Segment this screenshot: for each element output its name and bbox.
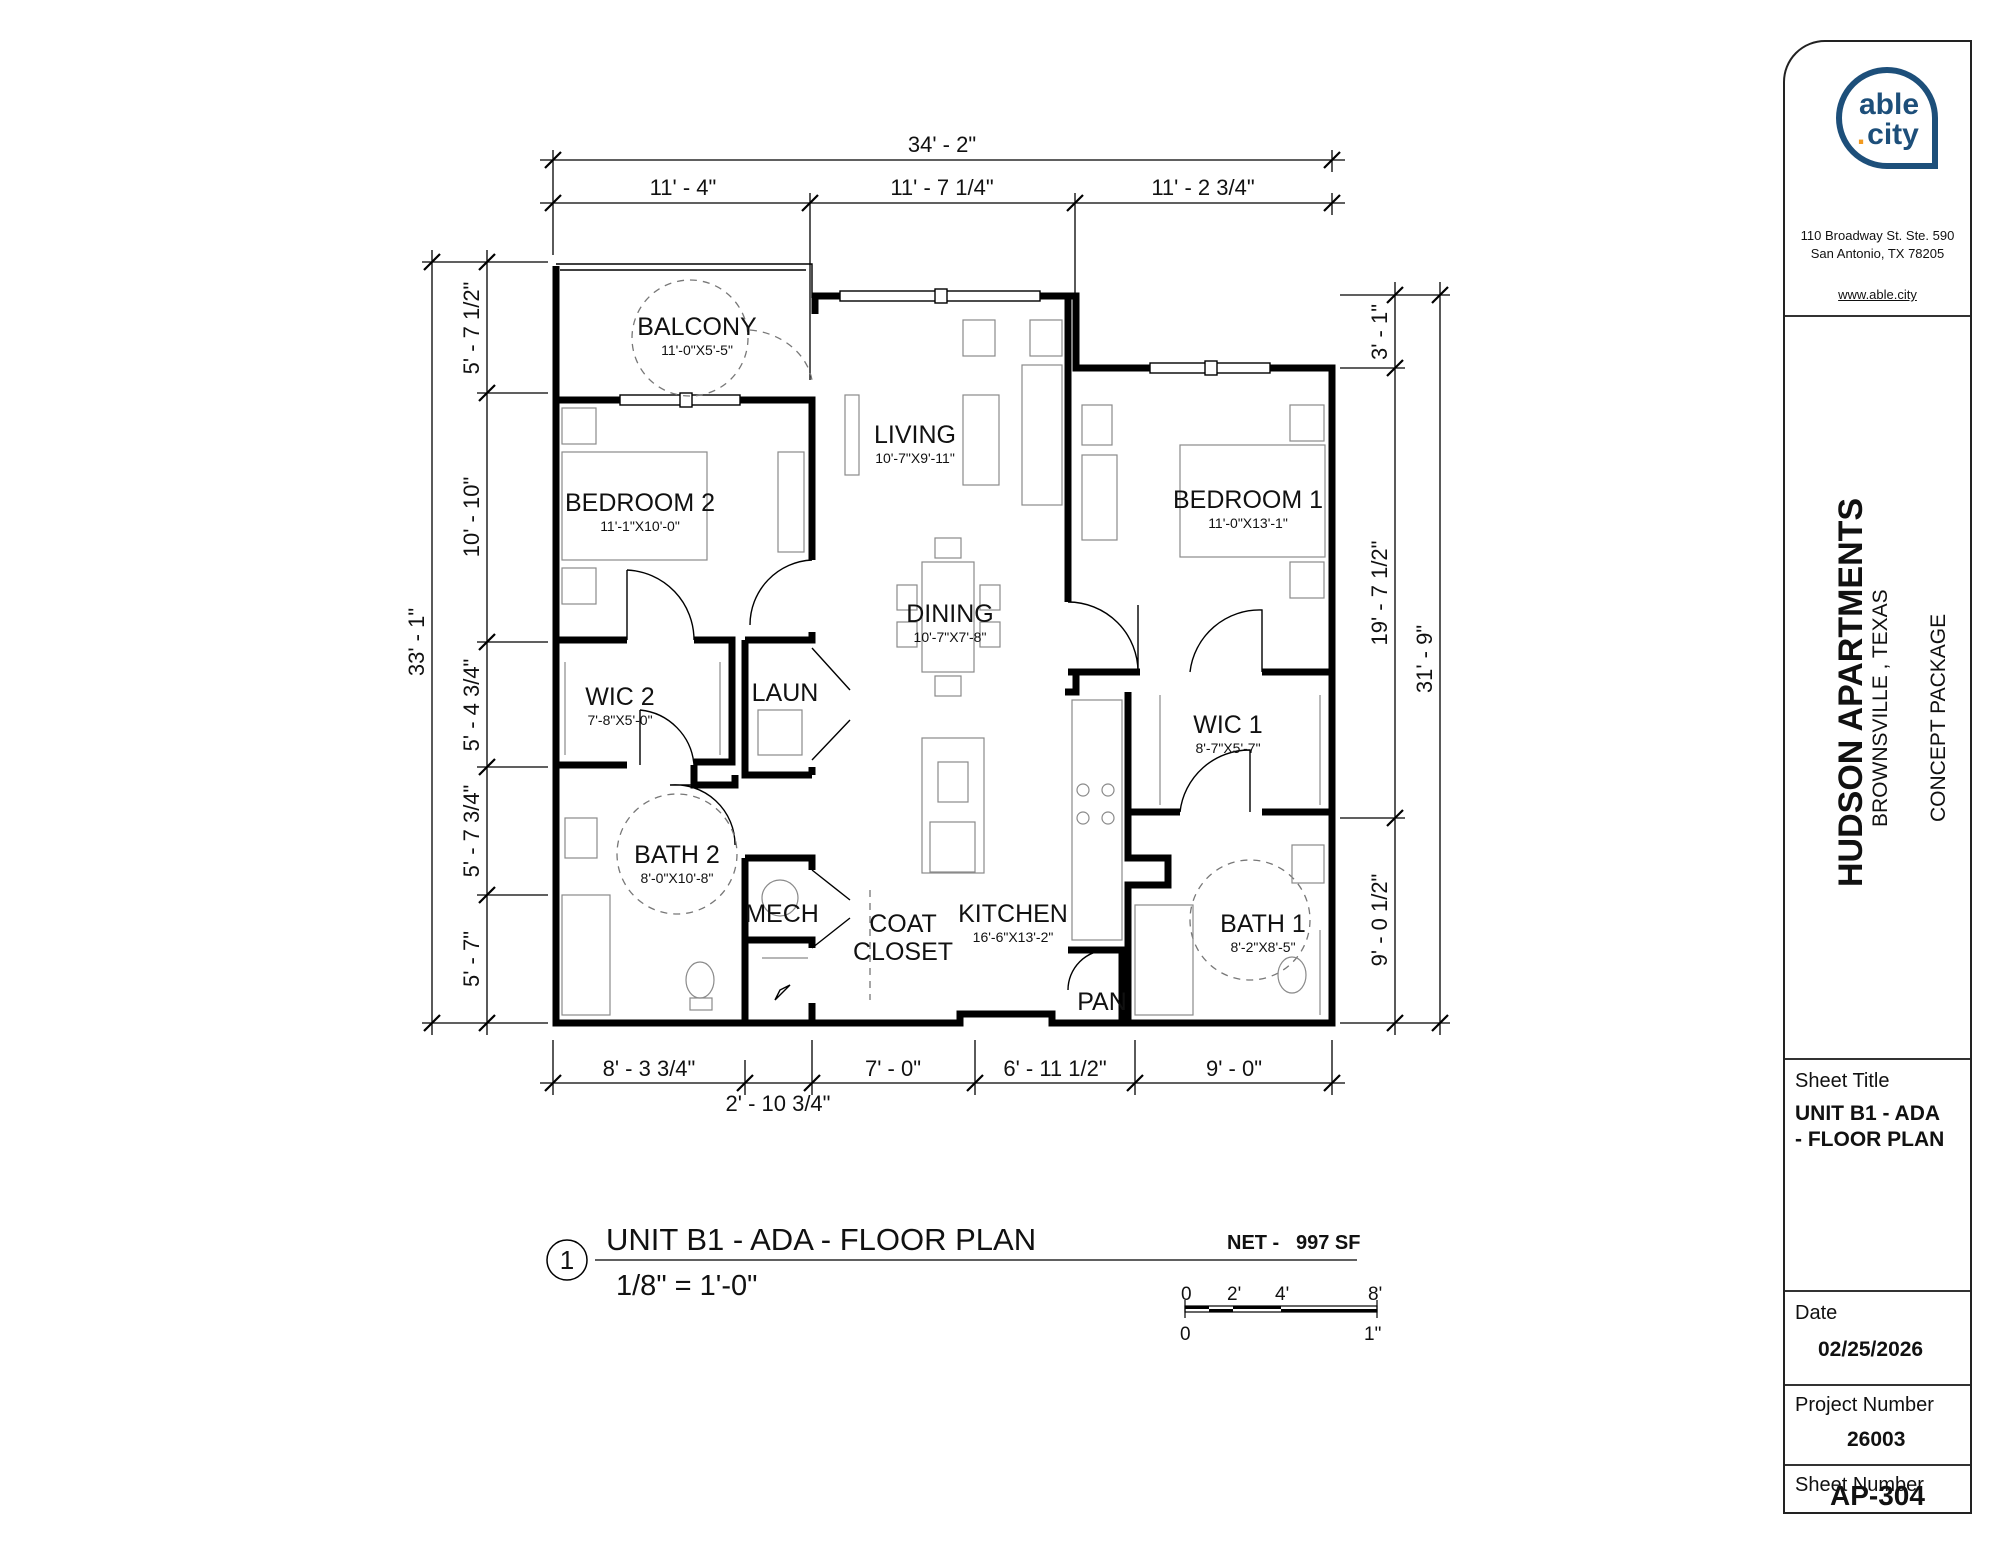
- drawing-scale-text: 1/8" = 1'-0": [616, 1270, 757, 1302]
- dim-left-5: 5' - 7": [459, 931, 484, 987]
- dim-right-overall: 31' - 9": [1412, 625, 1437, 693]
- dim-bottom-3: 7' - 0": [865, 1056, 921, 1081]
- sheet-title-section: Sheet Title UNIT B1 - ADA - FLOOR PLAN: [1785, 1058, 1970, 1290]
- project-number-section: Project Number 26003: [1785, 1384, 1970, 1464]
- room-name-bath1: BATH 1: [1220, 910, 1306, 938]
- room-name-bedroom1: BEDROOM 1: [1173, 486, 1323, 514]
- room-name-coat: COAT: [869, 910, 937, 938]
- room-name-living: LIVING: [874, 421, 956, 449]
- room-name-bath2: BATH 2: [634, 841, 720, 869]
- scale-tick-2: 2': [1227, 1284, 1241, 1305]
- logo-dot: .: [1857, 118, 1865, 151]
- room-name-wic2: WIC 2: [585, 683, 654, 711]
- scale-tick-4: 4': [1275, 1284, 1289, 1305]
- dim-left-3: 5' - 4 3/4": [459, 659, 484, 752]
- sheet-number-label: Sheet Number: [1795, 1474, 1924, 1496]
- graphic-scale-bar: 0 2' 4' 8' 0 1": [1180, 1284, 1382, 1345]
- net-label: NET -: [1227, 1232, 1279, 1254]
- room-name-kitchen: KITCHEN: [958, 900, 1068, 928]
- dim-right-1: 3' - 1": [1367, 304, 1392, 360]
- interior-walls: [556, 296, 1332, 1023]
- room-name-wic1: WIC 1: [1193, 711, 1262, 739]
- dim-bottom-4: 6' - 11 1/2": [1003, 1056, 1106, 1081]
- room-size-wic1: 8'-7"X5'-7": [1195, 740, 1260, 756]
- room-size-bath2: 8'-0"X10'-8": [641, 870, 714, 886]
- dim-right-3: 9' - 0 1/2": [1367, 874, 1392, 967]
- room-name-mech: MECH: [745, 900, 819, 928]
- room-name-closet: CLOSET: [853, 938, 953, 966]
- project-location: BROWNSVILLE , TEXAS: [1869, 589, 1892, 827]
- sheet-title-label: Sheet Title: [1795, 1070, 1890, 1092]
- room-name-balcony: BALCONY: [637, 313, 757, 341]
- website-link[interactable]: www.able.city: [1838, 287, 1917, 302]
- dim-left-4: 5' - 7 3/4": [459, 785, 484, 878]
- room-size-balcony: 11'-0"X5'-5": [661, 342, 733, 358]
- dim-left-overall: 33' - 1": [404, 608, 429, 676]
- dim-top-overall: 34' - 2": [908, 132, 976, 157]
- sheet-title-line-2: - FLOOR PLAN: [1795, 1128, 1945, 1151]
- address-line-1: 110 Broadway St. Ste. 590: [1800, 228, 1955, 243]
- floor-plan-drawing: 34' - 2" 11' - 4" 11' - 7 1/4" 11' - 2 3…: [404, 132, 1450, 1345]
- room-size-bath1: 8'-2"X8'-5": [1230, 939, 1295, 955]
- room-name-bedroom2: BEDROOM 2: [565, 489, 715, 517]
- scale-tick-0: 0: [1181, 1284, 1192, 1305]
- furniture: [561, 279, 1326, 1016]
- able-city-logo: able . city: [1836, 66, 1938, 169]
- dim-bottom-2: 2' - 10 3/4": [726, 1091, 831, 1116]
- scale-tick-8: 8': [1368, 1284, 1382, 1305]
- room-name-dining: DINING: [906, 600, 994, 628]
- scale-bottom-1: 1": [1364, 1324, 1381, 1345]
- address-line-2: San Antonio, TX 78205: [1810, 246, 1945, 261]
- project-info-section: HUDSON APARTMENTS BROWNSVILLE , TEXAS CO…: [1785, 315, 1970, 1058]
- room-size-dining: 10'-7"X7'-8": [914, 629, 987, 645]
- room-labels: BALCONY 11'-0"X5'-5" LIVING 10'-7"X9'-11…: [565, 313, 1323, 1016]
- dim-top-1: 11' - 4": [650, 175, 717, 200]
- room-size-wic2: 7'-8"X5'-0": [587, 712, 652, 728]
- dim-top-3: 11' - 2 3/4": [1151, 175, 1254, 200]
- dim-bottom-1: 8' - 3 3/4": [603, 1056, 696, 1081]
- sheet-number-value: AP-304: [1830, 1480, 1925, 1511]
- drawing-number: 1: [560, 1245, 574, 1275]
- drawing-title: 1 UNIT B1 - ADA - FLOOR PLAN 1/8" = 1'-0…: [546, 1222, 1360, 1302]
- date-label: Date: [1795, 1302, 1838, 1324]
- project-number-value: 26003: [1847, 1428, 1906, 1451]
- dim-bottom-5: 9' - 0": [1206, 1056, 1262, 1081]
- door-swings: [626, 559, 1263, 991]
- logo-word-city: city: [1867, 118, 1919, 151]
- room-name-laun: LAUN: [752, 679, 819, 707]
- title-block: able . city 110 Broadway St. Ste. 590 Sa…: [1783, 40, 1972, 1514]
- dimension-labels: 34' - 2" 11' - 4" 11' - 7 1/4" 11' - 2 3…: [404, 132, 1437, 1116]
- date-value: 02/25/2026: [1818, 1338, 1924, 1361]
- room-size-living: 10'-7"X9'-11": [875, 450, 955, 466]
- room-size-bedroom1: 11'-0"X13'-1": [1208, 515, 1288, 531]
- drawing-title-text: UNIT B1 - ADA - FLOOR PLAN: [606, 1222, 1036, 1257]
- package-type: CONCEPT PACKAGE: [1927, 613, 1950, 822]
- room-size-kitchen: 16'-6"X13'-2": [973, 929, 1054, 945]
- dim-right-2: 19' - 7 1/2": [1367, 541, 1392, 646]
- sheet-number-section: Sheet Number: [1785, 1464, 1970, 1516]
- scale-bottom-0: 0: [1180, 1324, 1191, 1345]
- dimension-lines: [422, 150, 1450, 1095]
- dim-left-2: 10' - 10": [459, 477, 484, 558]
- logo-word-able: able: [1859, 88, 1919, 121]
- room-name-pan: PAN: [1077, 988, 1127, 1016]
- dim-left-1: 5' - 7 1/2": [459, 282, 484, 375]
- net-value: 997 SF: [1296, 1232, 1360, 1254]
- dim-top-2: 11' - 7 1/4": [890, 175, 993, 200]
- project-name: HUDSON APARTMENTS: [1832, 497, 1870, 887]
- project-number-label: Project Number: [1795, 1394, 1934, 1416]
- sheet-title-line-1: UNIT B1 - ADA: [1795, 1102, 1941, 1125]
- room-size-bedroom2: 11'-1"X10'-0": [600, 518, 680, 534]
- windows: [619, 288, 1271, 408]
- date-section: Date 02/25/2026: [1785, 1290, 1970, 1384]
